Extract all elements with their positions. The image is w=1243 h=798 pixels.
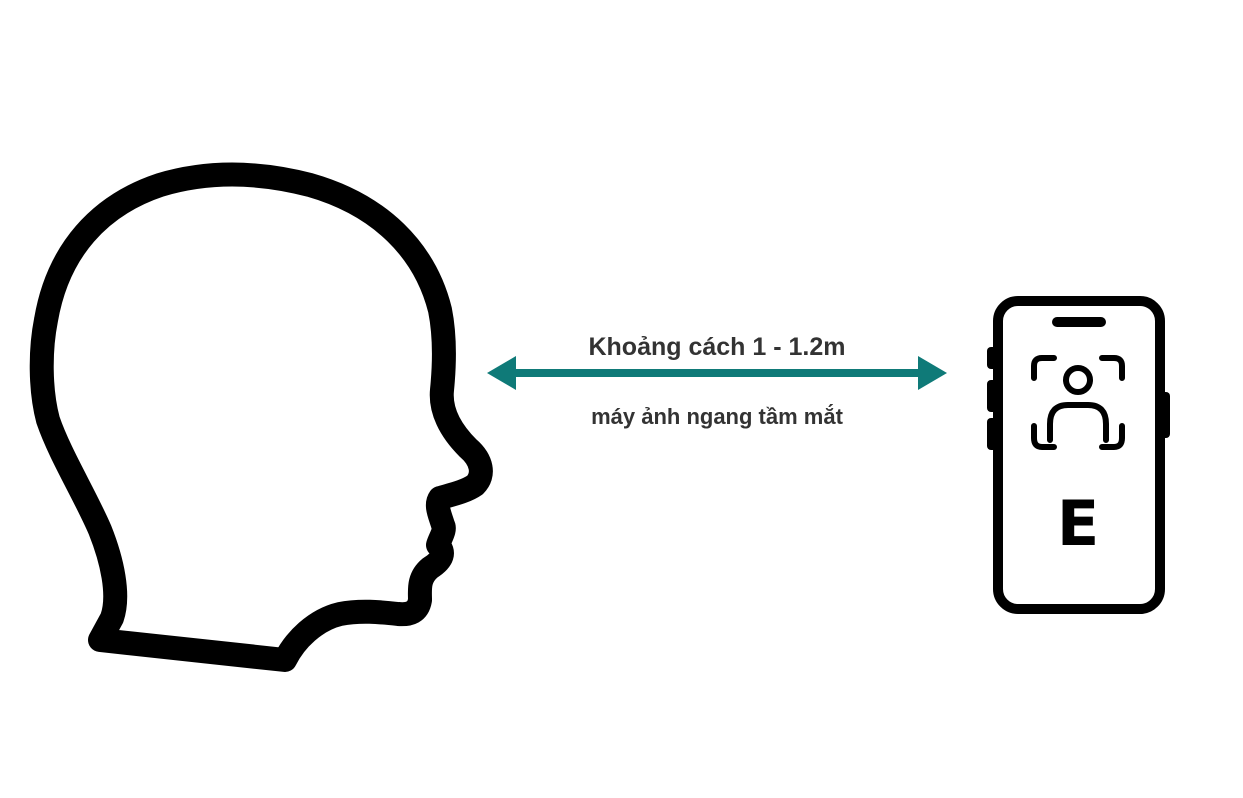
face-scan-icon	[1031, 355, 1125, 450]
double-arrow-icon	[487, 356, 947, 390]
arrow-shaft	[510, 369, 924, 377]
arrow-head-left	[487, 356, 516, 390]
camera-level-label: máy ảnh ngang tầm mắt	[591, 404, 843, 429]
arrow-head-right	[918, 356, 947, 390]
head-profile-icon	[29, 162, 493, 672]
phone-speaker	[1052, 317, 1106, 327]
phone-eye-chart-letter: E	[1056, 487, 1100, 560]
distance-label: Khoảng cách 1 - 1.2m	[588, 333, 846, 361]
